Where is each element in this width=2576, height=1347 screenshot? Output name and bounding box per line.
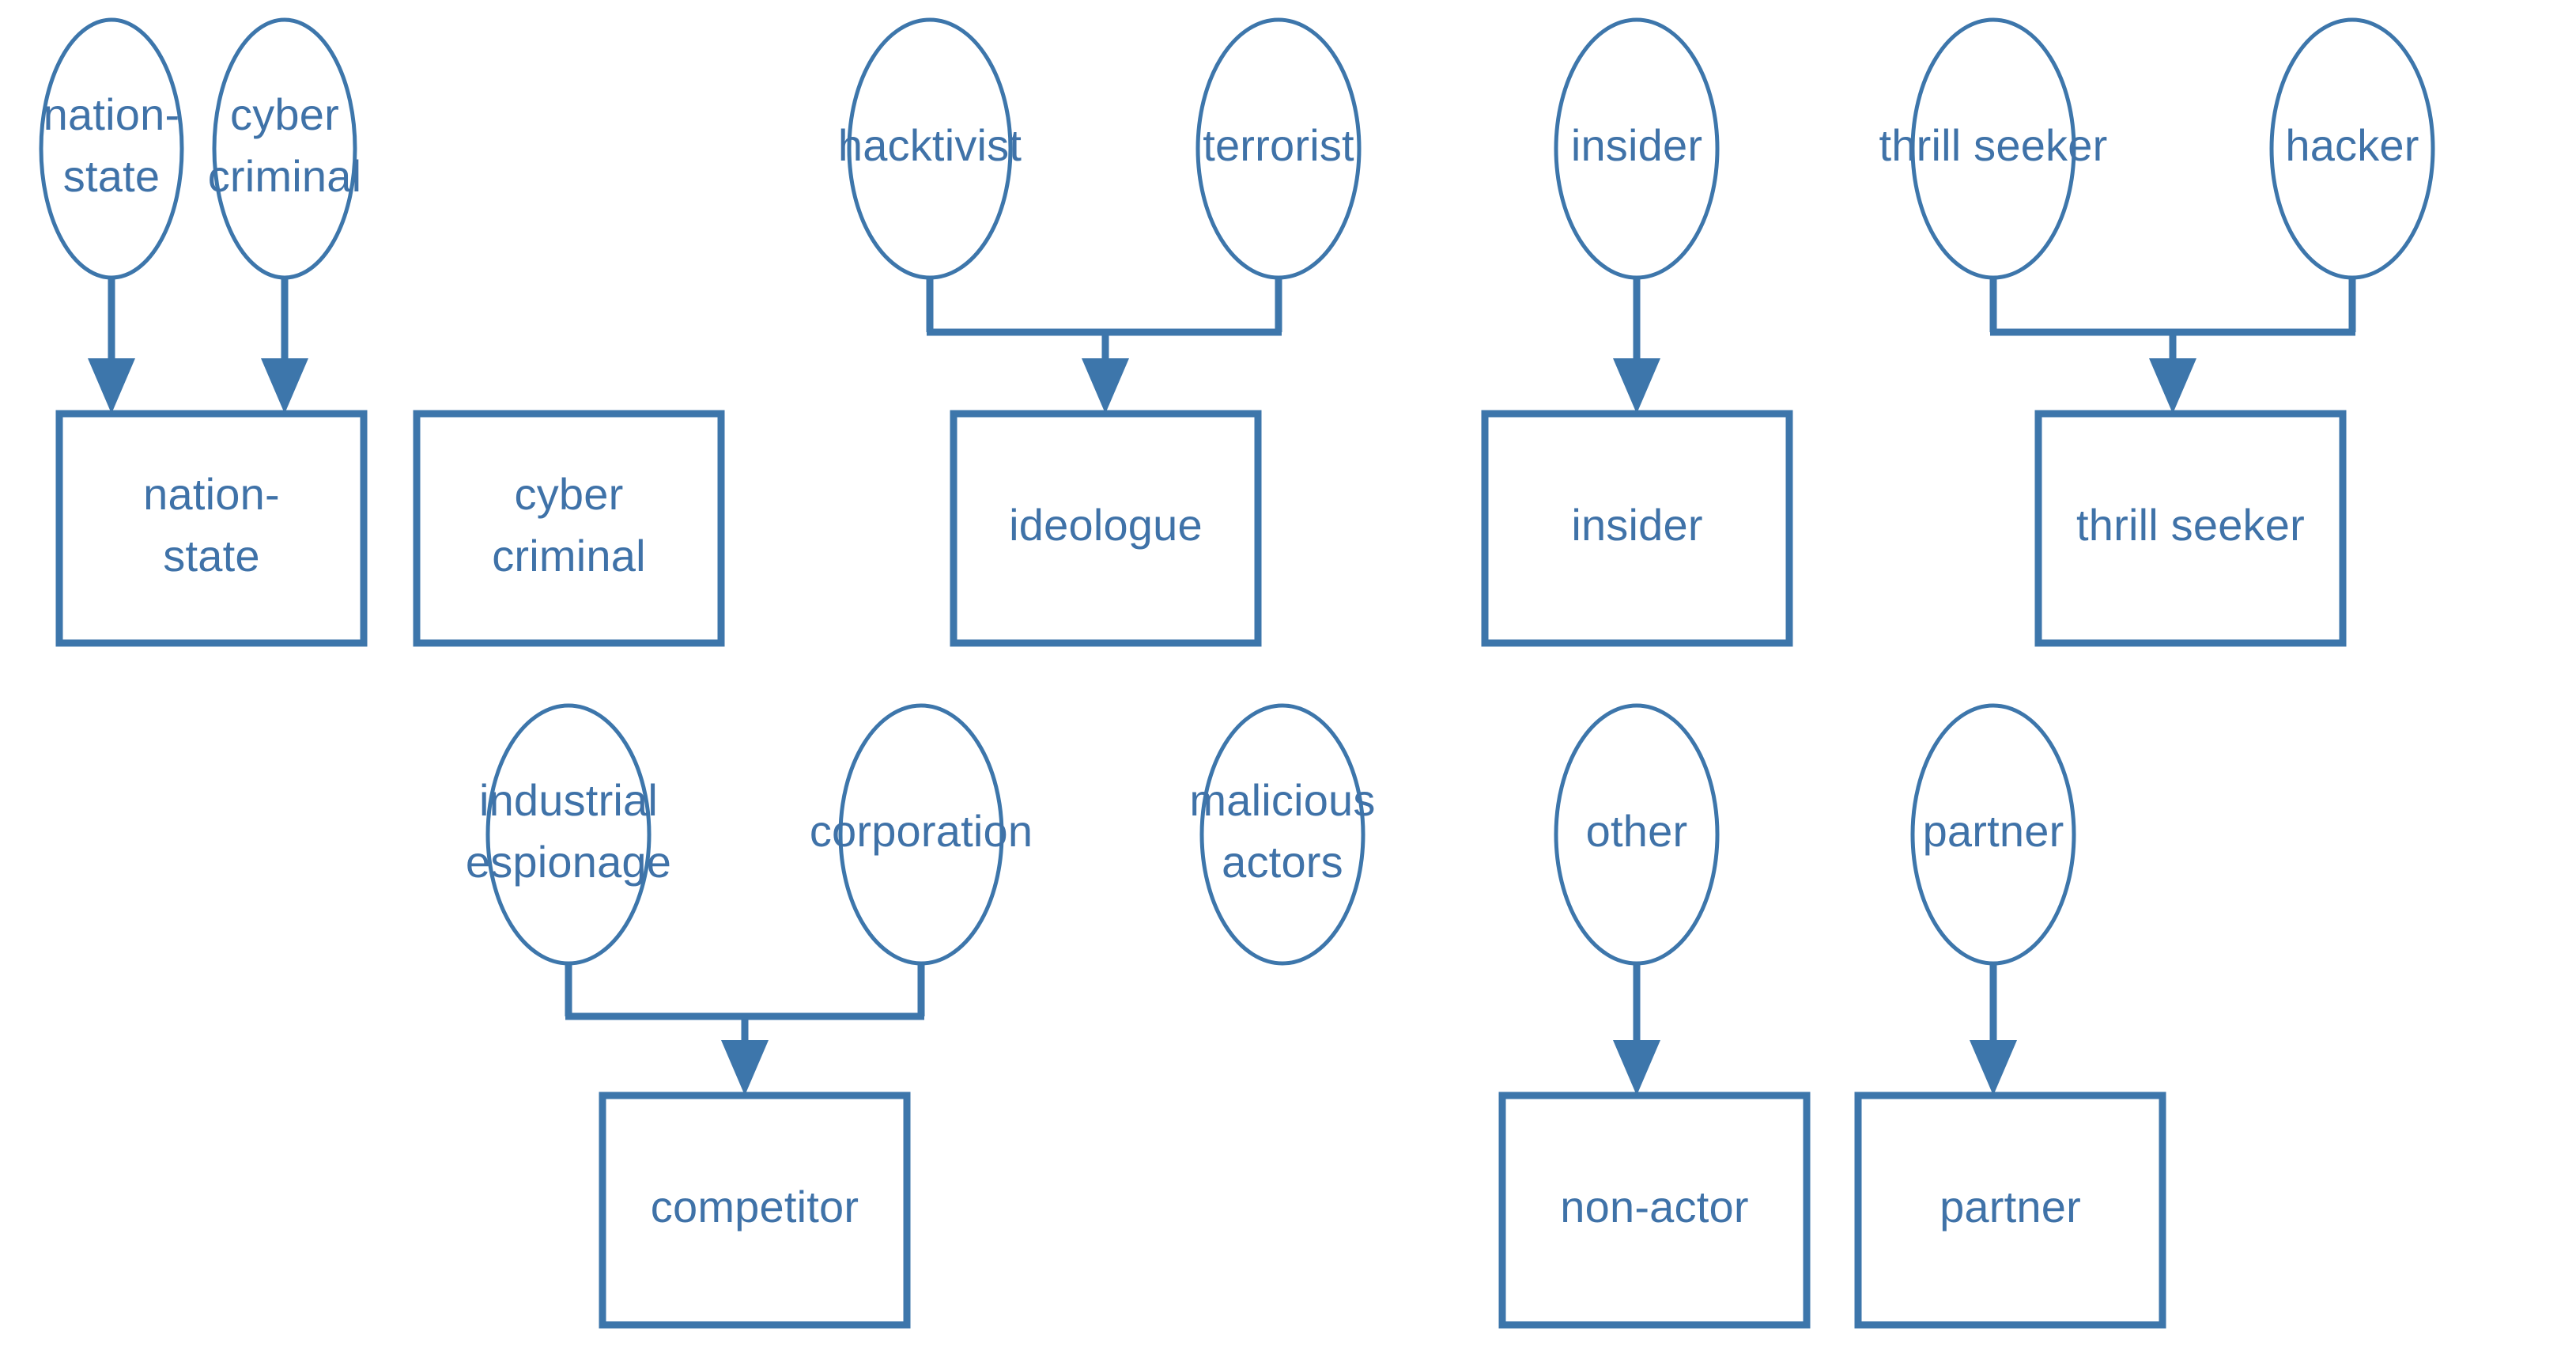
src-corporation-outline <box>838 703 1004 966</box>
tgt-partner[interactable]: partner <box>1854 1092 2166 1329</box>
src-terrorist[interactable]: terrorist <box>1195 17 1362 280</box>
tgt-nation-state-label: nation-state <box>143 469 280 581</box>
src-cyber-criminal-outline <box>212 17 357 280</box>
src-hacker-label: hacker <box>2285 120 2419 170</box>
src-terrorist-label: terrorist <box>1203 120 1354 170</box>
tgt-thrill-seeker[interactable]: thrill seeker <box>2034 410 2347 647</box>
conn-cyber-criminal-arrowhead-icon <box>261 358 308 414</box>
src-hacktivist[interactable]: hacktivist <box>838 17 1022 280</box>
src-nation-state[interactable]: nation-state <box>39 17 184 280</box>
src-hacker[interactable]: hacker <box>2269 17 2435 280</box>
conn-insider <box>1613 278 1660 414</box>
src-nation-state-outline <box>39 17 184 280</box>
conn-competitor-arrowhead-icon <box>721 1040 769 1095</box>
conn-thrill-seeker <box>1989 278 2356 414</box>
tgt-thrill-seeker-outline <box>2034 410 2347 647</box>
src-partner[interactable]: partner <box>1910 703 2076 966</box>
src-partner-outline <box>1910 703 2076 966</box>
src-thrill-seeker-outline <box>1910 17 2076 280</box>
src-hacktivist-outline <box>847 17 1013 280</box>
src-other[interactable]: other <box>1554 703 1720 966</box>
tgt-insider-label: insider <box>1571 500 1702 550</box>
src-hacker-outline <box>2269 17 2435 280</box>
tgt-insider-outline <box>1481 410 1793 647</box>
tgt-nation-state-outline <box>55 410 368 647</box>
src-terrorist-outline <box>1195 17 1362 280</box>
src-thrill-seeker[interactable]: thrill seeker <box>1879 17 2108 280</box>
conn-ideologue-arrowhead-icon <box>1082 358 1129 414</box>
conn-cyber-criminal <box>261 278 308 414</box>
tgt-ideologue-label: ideologue <box>1009 500 1203 550</box>
tgt-ideologue[interactable]: ideologue <box>950 410 1262 647</box>
src-hacktivist-label: hacktivist <box>838 120 1022 170</box>
src-insider-label: insider <box>1571 120 1702 170</box>
tgt-thrill-seeker-label: thrill seeker <box>2076 500 2305 550</box>
src-partner-label: partner <box>1923 806 2064 856</box>
src-industrial-espionage-outline <box>485 703 652 966</box>
tgt-non-actor[interactable]: non-actor <box>1498 1092 1811 1329</box>
tgt-partner-outline <box>1854 1092 2166 1329</box>
conn-non-actor-arrowhead-icon <box>1613 1040 1660 1095</box>
src-malicious-actors-outline <box>1199 703 1365 966</box>
conn-competitor <box>565 963 925 1095</box>
src-other-outline <box>1554 703 1720 966</box>
tgt-ideologue-outline <box>950 410 1262 647</box>
src-insider[interactable]: insider <box>1554 17 1720 280</box>
src-nation-state-label: nation-state <box>43 89 180 201</box>
src-insider-outline <box>1554 17 1720 280</box>
tgt-competitor[interactable]: competitor <box>599 1092 911 1329</box>
conn-nation-state-arrowhead-icon <box>88 358 135 414</box>
connectors-layer <box>88 278 2356 1095</box>
src-thrill-seeker-label: thrill seeker <box>1879 120 2108 170</box>
conn-thrill-seeker-arrowhead-icon <box>2149 358 2196 414</box>
tgt-competitor-label: competitor <box>651 1182 859 1232</box>
conn-nation-state <box>88 278 135 414</box>
tgt-competitor-outline <box>599 1092 911 1329</box>
conn-partner <box>1970 963 2017 1095</box>
conn-partner-arrowhead-icon <box>1970 1040 2017 1095</box>
src-corporation[interactable]: corporation <box>810 703 1033 966</box>
tgt-insider[interactable]: insider <box>1481 410 1793 647</box>
src-other-label: other <box>1586 806 1688 856</box>
src-corporation-label: corporation <box>810 806 1033 856</box>
tgt-non-actor-label: non-actor <box>1560 1182 1748 1232</box>
conn-insider-arrowhead-icon <box>1613 358 1660 414</box>
tgt-partner-label: partner <box>1940 1182 2081 1232</box>
tgt-nation-state[interactable]: nation-state <box>55 410 368 647</box>
tgt-non-actor-outline <box>1498 1092 1811 1329</box>
tgt-cyber-criminal-outline <box>413 410 725 647</box>
conn-ideologue <box>926 278 1282 414</box>
conn-non-actor <box>1613 963 1660 1095</box>
